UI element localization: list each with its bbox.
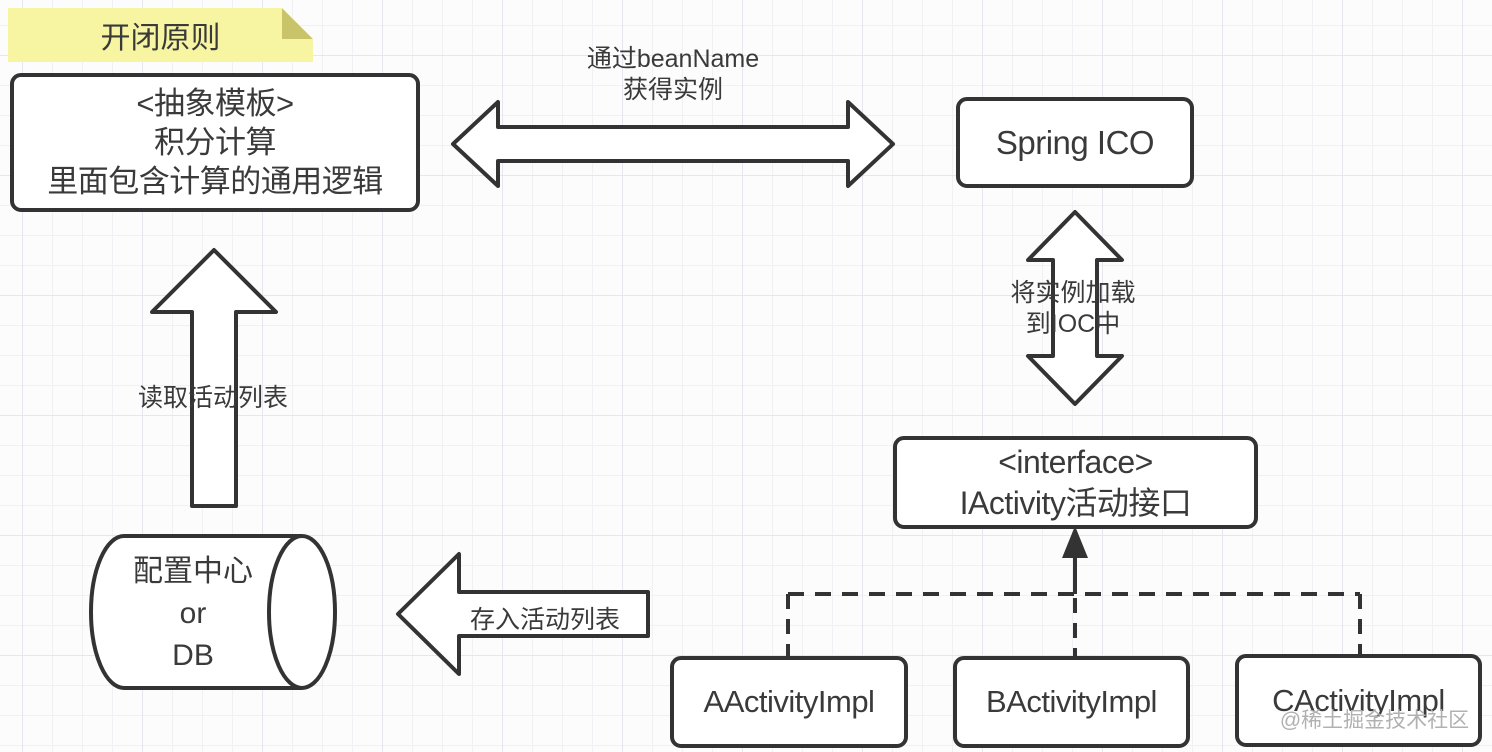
abstract-template-line2: 积分计算 [154, 125, 277, 160]
diagram-title: 开闭原则 [100, 22, 221, 55]
save-list-left-arrow-icon [396, 552, 650, 676]
beanname-edge-label-line2: 获得实例 [622, 76, 723, 104]
datastore-label-line3: DB [172, 639, 214, 672]
abstract-template-line1: <抽象模板> [136, 86, 294, 121]
abstract-template-line3: 里面包含计算的通用逻辑 [47, 164, 383, 199]
activity-interface-node: <interface> IActivity活动接口 [893, 436, 1258, 529]
spring-ico-label: Spring ICO [995, 123, 1155, 161]
sticky-note-fold-corner-icon [282, 8, 313, 39]
left-arrow-shape [396, 552, 650, 676]
interface-stereotype: <interface> [998, 443, 1153, 480]
datastore-label-line2: or [179, 597, 207, 630]
abstract-template-node: <抽象模板> 积分计算 里面包含计算的通用逻辑 [10, 73, 420, 212]
realization-arrowhead-icon [1062, 526, 1088, 558]
double-arrow-shape [451, 100, 895, 188]
cylinder-body-shape [89, 534, 302, 690]
watermark-text: @稀土掘金技术社区 [1279, 709, 1470, 732]
impl-c-label: CActivityImpl [1272, 682, 1445, 718]
up-arrow-shape [150, 248, 278, 508]
impl-b-label: BActivityImpl [986, 684, 1157, 719]
read-list-up-arrow-icon [150, 248, 278, 508]
impl-c-node: CActivityImpl [1235, 654, 1482, 747]
impl-a-node: AActivityImpl [670, 656, 908, 748]
ioc-load-edge-label-line2: 到IOC中 [1025, 310, 1121, 338]
interface-name: IActivity活动接口 [959, 484, 1192, 521]
beanname-double-arrow-icon [451, 100, 895, 188]
cylinder-cap-shape [267, 534, 337, 690]
double-arrow-shape [1026, 210, 1124, 406]
save-activities-edge-label: 存入活动列表 [469, 606, 620, 634]
datastore-cylinder-icon [89, 534, 337, 690]
ioc-load-edge-label-line1: 将实例加载 [1010, 279, 1136, 307]
beanname-edge-label: 通过beanName 获得实例 [523, 44, 823, 106]
impl-a-label: AActivityImpl [703, 684, 875, 719]
datastore-label-line1: 配置中心 [133, 555, 253, 588]
read-activities-edge-label: 读取活动列表 [137, 384, 288, 412]
ioc-load-double-arrow-icon [1026, 210, 1124, 406]
beanname-edge-label-line1: 通过beanName [586, 45, 760, 73]
spring-ico-node: Spring ICO [956, 97, 1194, 188]
impl-b-node: BActivityImpl [953, 656, 1190, 748]
ioc-load-edge-label: 将实例加载 到IOC中 [963, 278, 1183, 340]
implements-dashed-connector [786, 526, 1362, 658]
title-sticky-note: 开闭原则 [8, 8, 313, 62]
datastore-label: 配置中心 or DB [95, 551, 291, 677]
